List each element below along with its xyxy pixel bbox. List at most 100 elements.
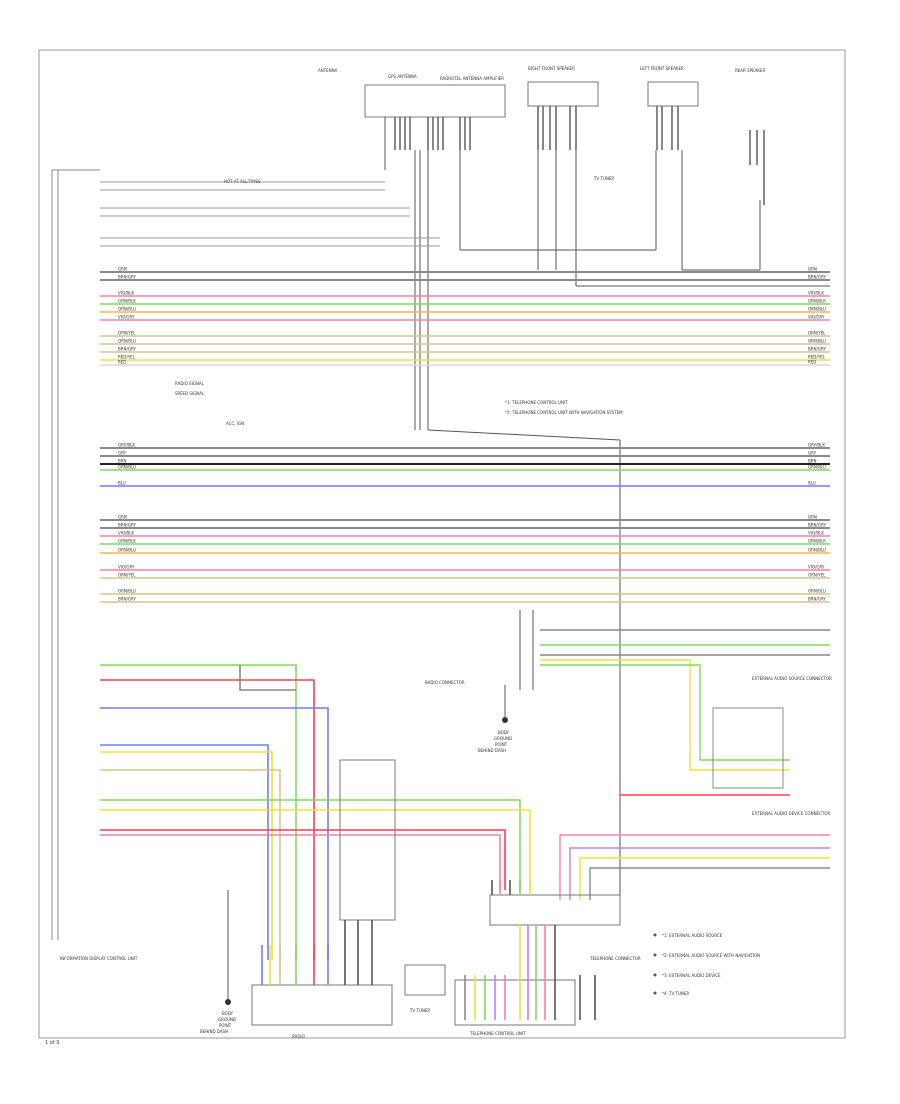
wire-label-right-2: BRN/GRY (808, 275, 826, 280)
wire-label-right-18: BRN/GRY (808, 523, 826, 528)
ground-left-1: BODY (222, 1011, 234, 1016)
wire-label-right-7: ORN/YEL (808, 331, 826, 336)
wire-label-right-19: VIO/BLK (808, 531, 824, 536)
wire-label-right-1: GRN (808, 267, 817, 272)
ground-center-4: BEHIND DASH (478, 748, 506, 753)
wire-label-right-6: VIO/GRY (808, 315, 825, 320)
wire-label-left-6: VIO/GRY (118, 315, 135, 320)
wire-label-left-7: ORN/YEL (118, 331, 136, 336)
left-note-1: RADIO SIGNAL (175, 381, 205, 386)
wire-label-right-10: RED/YEL (808, 355, 826, 360)
top-text: ANTENNA GPS ANTENNA RADIO/TEL ANTENNA AM… (224, 66, 765, 184)
ground-center-1: BODY (498, 730, 510, 735)
left-bottom-label: INFORMATION DISPLAY CONTROL UNIT (60, 956, 138, 961)
bottom-label-connector: TELEPHONE CONNECTOR (589, 956, 641, 961)
left-note-2: SPEED SIGNAL (175, 391, 205, 396)
connector-ref: RADIO CONNECTOR (425, 680, 465, 685)
antenna-module (364, 84, 506, 118)
wire-label-right-5: ORN/BLU (808, 307, 826, 312)
left-bus (51, 169, 100, 940)
wire-label-right-15: GRN/BLU (808, 465, 826, 470)
wire-label-left-11: RED (118, 360, 126, 365)
left-ground: BODY GROUND POINT BEHIND DASH (200, 890, 236, 1034)
wire-label-right-3: VIO/BLK (808, 291, 824, 296)
external-device-label: EXTERNAL AUDIO DEVICE CONNECTOR (752, 811, 830, 816)
multi-antenna-label: RADIO/TEL ANTENNA AMPLIFIER (440, 76, 504, 81)
page-code: 1 of 3 (45, 1040, 59, 1046)
top-drops (394, 106, 765, 205)
wire-label-right-23: ORN/YEL (808, 573, 826, 578)
wire-label-left-3: VIO/BLK (118, 291, 134, 296)
wire-label-right-24: ORN/BLU (808, 589, 826, 594)
wire-label-right-11: RED (808, 360, 816, 365)
ground-center-3: POINT (495, 742, 508, 747)
wire-label-left-1: GRN (118, 267, 127, 272)
wire-label-right-14: BRN (808, 459, 817, 464)
bottom-label-tel: TELEPHONE CONTROL UNIT (469, 1031, 526, 1036)
wire-label-left-13: GRY (118, 451, 127, 456)
horizontal-wires: GRN GRN BRN/GRY BRN/GRY VIO/BLK VIO/BLK GRN/BL… (100, 181, 830, 603)
legend-note-4: *4: TV TUNER (662, 991, 690, 996)
wire-label-left-9: BRN/GRY (118, 347, 136, 352)
bottom-label-tv: TV TUNER (409, 1008, 430, 1013)
gps-antenna-label: GPS ANTENNA (388, 74, 417, 79)
wire-label-left-18: BRN/GRY (118, 523, 136, 528)
wire-label-left-23: ORN/YEL (118, 573, 136, 578)
info-display-box (339, 759, 396, 921)
top-components (364, 81, 699, 118)
bottom-stubs (261, 880, 596, 1020)
ground-left-3: POINT (219, 1023, 232, 1028)
right-speaker-label: RIGHT FRONT SPEAKER (528, 66, 575, 71)
wire-label-right-13: GRY (808, 451, 817, 456)
wire-label-left-17: GRN (118, 515, 127, 520)
right-side-routing (540, 629, 830, 900)
bottom-text: RADIO TV TUNER TELEPHONE CONTROL UNIT TE… (60, 381, 641, 1039)
rear-speaker-label: REAR SPEAKER (735, 68, 765, 73)
wire-label-right-22: VIO/GRY (808, 565, 825, 570)
radio-box (251, 984, 393, 1026)
tv-tuner-box (404, 964, 446, 996)
wire-label-left-16: BLU (118, 481, 126, 486)
wire-label-right-20: GRN/BLK (808, 539, 826, 544)
wire-label-right-25: BRN/GRY (808, 597, 826, 602)
wire-label-right-12: GRY/BLK (808, 443, 825, 448)
legend-notes: *1: EXTERNAL AUDIO SOURCE *2: EXTERNAL A… (653, 933, 760, 996)
tel-connector-box (489, 894, 621, 926)
lower-left-routing (100, 664, 531, 960)
tv-tuner-top-label: TV TUNER (593, 176, 614, 181)
wire-label-left-19: VIO/BLK (118, 531, 134, 536)
external-audio-label: EXTERNAL AUDIO SOURCE CONNECTOR (752, 676, 832, 681)
wire-label-right-9: BRN/GRY (808, 347, 826, 352)
wire-label-left-4: GRN/BLK (118, 299, 136, 304)
diagram-border (38, 49, 846, 1039)
left-speaker-label: LEFT FRONT SPEAKER (640, 66, 684, 71)
left-front-speaker-box (647, 81, 699, 107)
legend-note-1: *1: EXTERNAL AUDIO SOURCE (662, 933, 723, 938)
wire-label-left-10: RED/YEL (118, 355, 136, 360)
wire-label-left-5: ORN/BLU (118, 307, 136, 312)
fuse-note: ACC, IGN (226, 421, 244, 426)
wire-label-left-12: GRY/BLK (118, 443, 135, 448)
wire-label-right-21: ORN/BLU (808, 548, 826, 553)
wire-label-left-14: BRN (118, 459, 127, 464)
wire-label-left-21: ORN/BLU (118, 548, 136, 553)
top-note-1: *1: TELEPHONE CONTROL UNIT (505, 400, 568, 405)
wire-label-left-22: VIO/GRY (118, 565, 135, 570)
legend-note-3: *3: EXTERNAL AUDIO DEVICE (662, 973, 721, 978)
external-audio-box (712, 707, 784, 789)
wire-label-left-8: ORN/BLU (118, 339, 136, 344)
ground-center-2: GROUND (494, 736, 512, 741)
telephone-box (454, 979, 576, 1026)
wire-label-left-20: GRN/BLK (118, 539, 136, 544)
wire-label-left-24: ORN/BLU (118, 589, 136, 594)
wire-label-left-25: BRN/GRY (118, 597, 136, 602)
ground-left-4: BEHIND DASH (200, 1029, 228, 1034)
bottom-label-radio: RADIO (292, 1034, 305, 1039)
wire-label-right-17: GRN (808, 515, 817, 520)
right-module-text: EXTERNAL AUDIO SOURCE CONNECTOR EXTERNAL… (752, 676, 832, 816)
wire-label-left-15: GRN/BLU (118, 465, 136, 470)
vertical-routes (384, 117, 830, 920)
bottom-components (251, 759, 621, 1026)
